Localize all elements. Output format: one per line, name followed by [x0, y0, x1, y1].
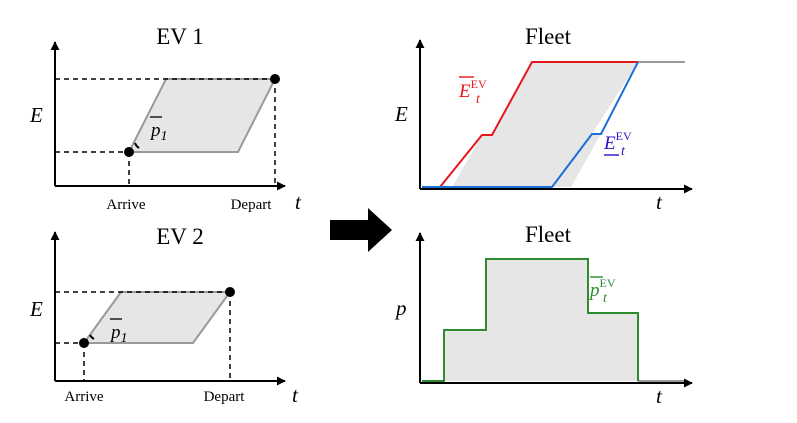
ev1-x-label: t	[295, 190, 302, 214]
right-arrow-icon	[330, 208, 392, 252]
ev1-title: EV 1	[156, 24, 204, 49]
ev2-angle-arc	[89, 334, 95, 340]
fleet-energy-y-label: E	[394, 102, 408, 126]
ev2-title: EV 2	[156, 224, 204, 249]
fleet-lower-bound-line	[422, 61, 639, 188]
fleet-power-y-label: p	[394, 296, 407, 320]
ev1-feasible-region	[127, 78, 277, 153]
ev1-y-label: E	[29, 103, 43, 127]
ev2-panel: EV 2 E t p1 Arrive Depart	[29, 224, 299, 407]
ev1-rate-label: p1	[149, 120, 168, 144]
ev2-arrive-point	[79, 338, 89, 348]
fleet-energy-feasible-region	[422, 62, 638, 187]
ev1-depart-point	[270, 74, 280, 84]
ev2-depart-point	[225, 287, 235, 297]
ev2-feasible-region	[82, 291, 232, 344]
ev2-y-label: E	[29, 297, 43, 321]
fleet-energy-title: Fleet	[525, 24, 572, 49]
fleet-power-x-label: t	[656, 384, 663, 408]
ev1-angle-arc	[134, 142, 140, 149]
ev1-depart-label: Depart	[231, 197, 273, 213]
ev1-arrive-point	[124, 147, 134, 157]
ev2-x-label: t	[292, 383, 299, 407]
ev1-panel: EV 1 E t p1 Arrive Depart	[29, 24, 302, 214]
ev1-arrive-label: Arrive	[106, 197, 145, 213]
fleet-energy-x-label: t	[656, 190, 663, 214]
ev2-rate-label: p1	[109, 322, 128, 346]
ev2-depart-label: Depart	[204, 389, 246, 405]
fleet-power-title: Fleet	[525, 222, 572, 247]
fleet-power-line	[422, 258, 639, 382]
ev2-arrive-label: Arrive	[64, 389, 103, 405]
fleet-power-area	[444, 259, 638, 381]
